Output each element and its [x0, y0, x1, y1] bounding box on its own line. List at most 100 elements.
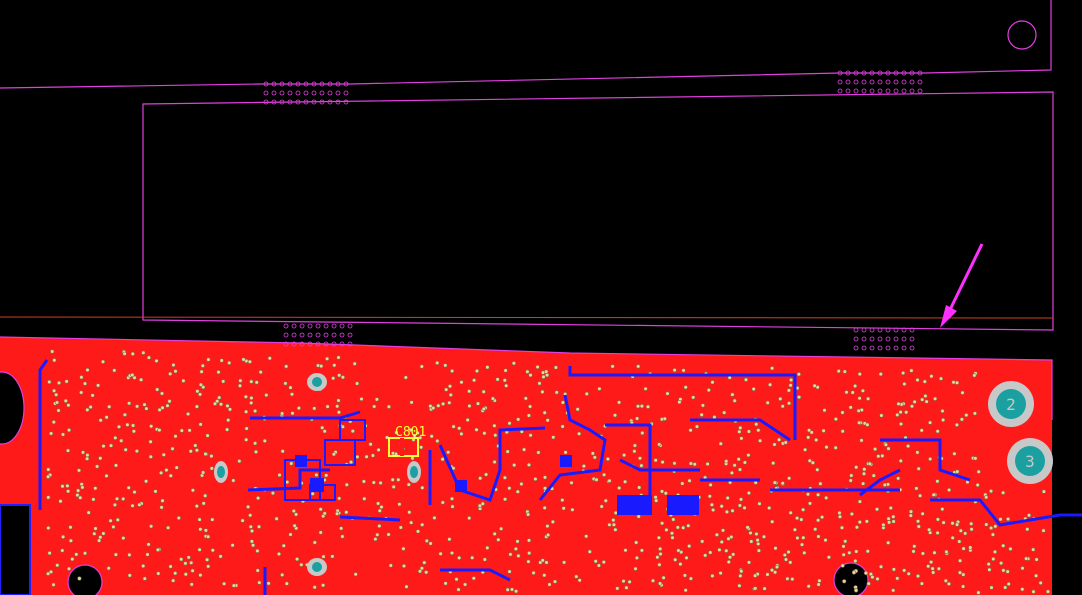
via: [927, 420, 933, 425]
stitch-via: [315, 323, 321, 329]
via: [98, 456, 103, 461]
via: [796, 372, 802, 377]
via: [244, 426, 249, 431]
via: [121, 496, 126, 502]
via: [960, 584, 966, 589]
via: [678, 561, 683, 567]
via: [958, 528, 963, 533]
via: [48, 569, 54, 575]
via: [336, 410, 342, 415]
via: [403, 375, 408, 380]
via: [547, 582, 552, 587]
via: [729, 470, 735, 476]
via: [135, 404, 140, 409]
via: [940, 408, 945, 414]
via: [1000, 490, 1006, 495]
via: [765, 400, 770, 405]
via: [176, 515, 181, 521]
via: [673, 557, 678, 562]
via: [436, 403, 441, 408]
via: [639, 463, 644, 468]
stitch-via: [837, 88, 843, 94]
via: [788, 383, 793, 388]
via: [225, 427, 230, 432]
via: [720, 528, 726, 533]
via: [857, 396, 862, 401]
via: [318, 507, 323, 512]
via: [860, 481, 866, 486]
via: [840, 429, 845, 434]
via: [448, 392, 453, 398]
via: [312, 540, 317, 545]
stitch-via: [291, 332, 297, 338]
mounting-pad-3[interactable]: 3: [1007, 438, 1053, 484]
via: [419, 445, 424, 450]
stitch-via: [861, 88, 867, 94]
via: [376, 501, 381, 506]
via: [274, 516, 279, 521]
via: [730, 508, 735, 513]
mounting-pad-2[interactable]: 2: [988, 381, 1034, 427]
via: [85, 367, 90, 373]
via: [160, 498, 165, 503]
via: [545, 523, 550, 529]
via: [677, 400, 682, 405]
component-c801[interactable]: C801: [388, 425, 426, 457]
via: [849, 511, 855, 517]
via: [857, 420, 862, 425]
via: [56, 408, 61, 413]
via: [1024, 556, 1029, 561]
via: [866, 581, 871, 586]
via: [244, 437, 249, 442]
via: [340, 534, 345, 539]
via: [932, 550, 937, 555]
via: [655, 555, 660, 560]
via: [331, 452, 337, 457]
stitch-via: [917, 79, 923, 85]
via: [931, 492, 936, 497]
via: [324, 473, 329, 478]
via: [822, 408, 827, 413]
via: [634, 416, 640, 421]
via: [459, 380, 464, 385]
via: [944, 549, 949, 555]
via: [772, 570, 778, 575]
via: [880, 453, 885, 459]
via: [325, 404, 330, 409]
via: [613, 527, 618, 532]
stitch-via: [853, 327, 859, 333]
via: [290, 411, 295, 416]
via: [96, 538, 102, 543]
via: [536, 450, 541, 455]
via: [125, 422, 130, 427]
via: [1031, 547, 1036, 552]
via: [847, 550, 852, 555]
via: [699, 412, 704, 417]
via: [786, 401, 792, 406]
via: [127, 552, 132, 558]
via: [507, 486, 512, 491]
via: [424, 538, 429, 544]
via: [148, 439, 153, 444]
via: [951, 380, 956, 385]
via: [824, 495, 829, 501]
via: [335, 511, 340, 516]
via: [607, 478, 612, 483]
via: [848, 405, 853, 410]
via: [111, 524, 116, 530]
via: [754, 531, 759, 537]
via: [849, 473, 854, 478]
via: [217, 395, 222, 400]
stitch-via: [869, 88, 875, 94]
via: [114, 496, 120, 501]
via: [669, 531, 675, 536]
via: [599, 504, 604, 509]
via: [817, 578, 822, 583]
via: [470, 555, 475, 560]
via: [190, 488, 195, 493]
stitch-via: [893, 327, 899, 333]
via: [74, 552, 79, 557]
via: [198, 422, 203, 427]
stitch-via: [909, 70, 915, 76]
